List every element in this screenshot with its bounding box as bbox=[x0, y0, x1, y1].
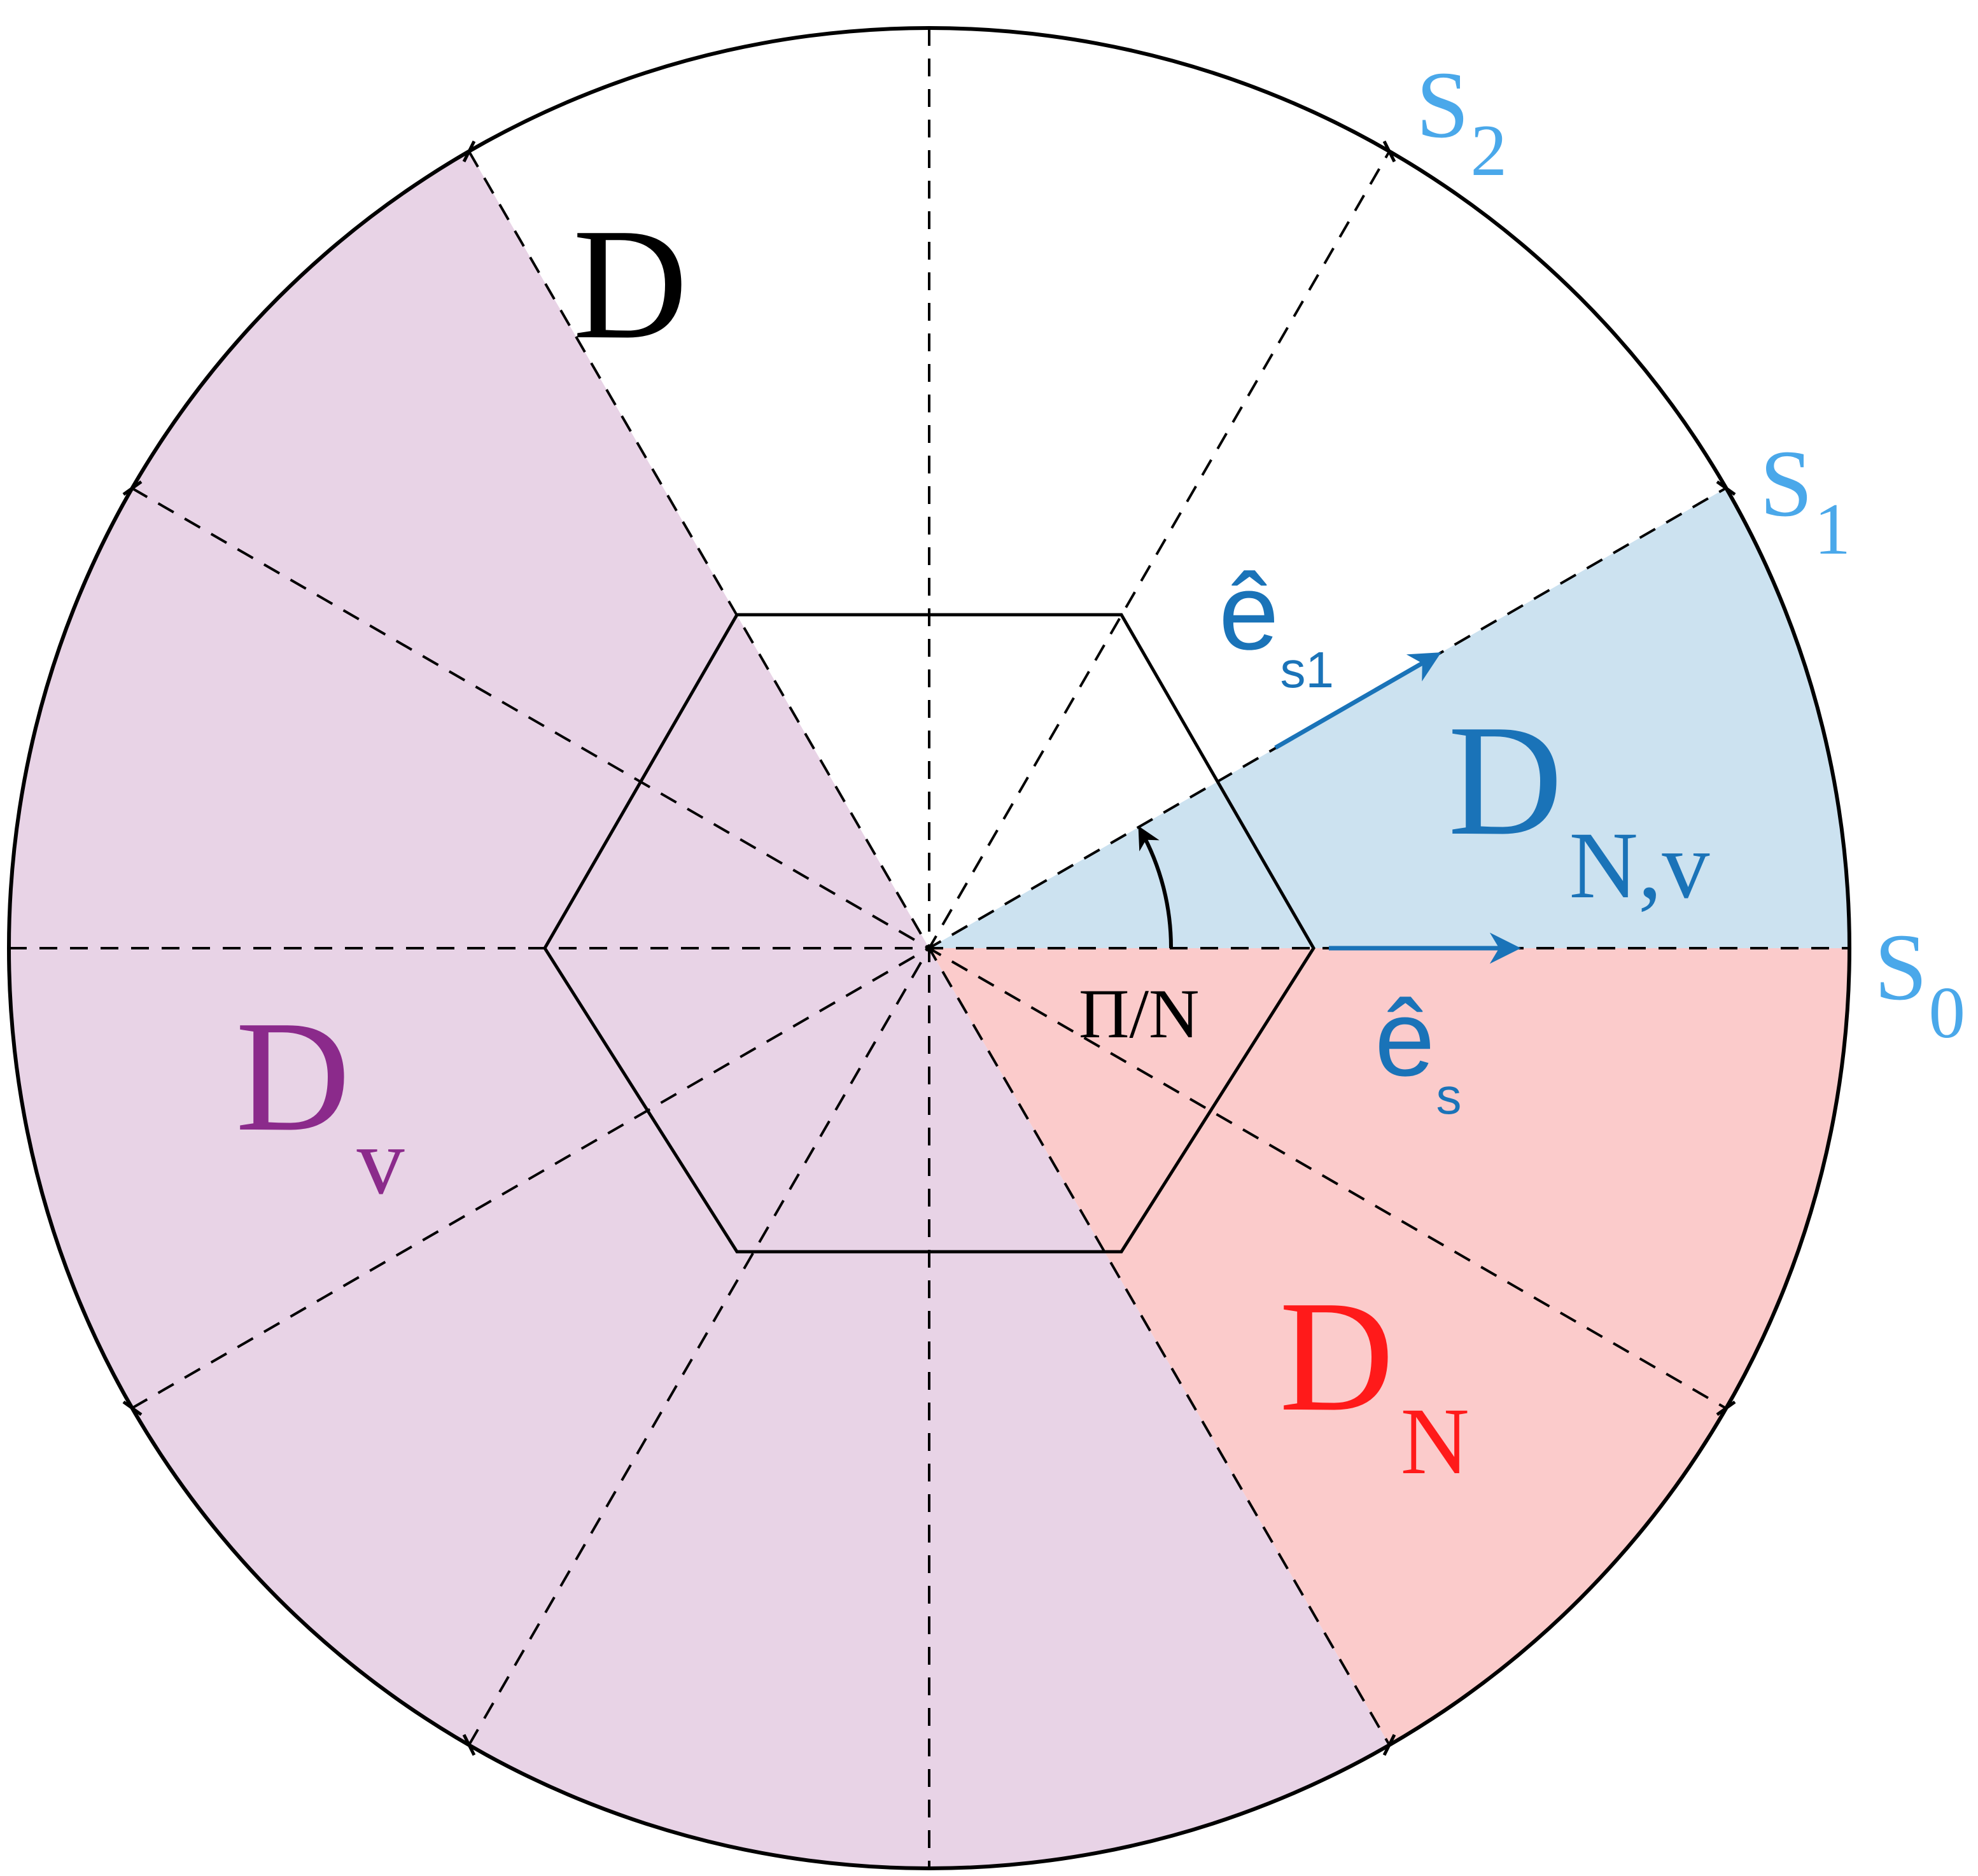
central-hexagon bbox=[543, 613, 1315, 1254]
region-dn-main: D bbox=[1279, 1268, 1394, 1445]
e-s-main: ê bbox=[1375, 978, 1435, 1099]
region-dv-sector-lower bbox=[929, 948, 1389, 1868]
s1-label: S1 bbox=[1760, 431, 1851, 570]
e-s-sub: s bbox=[1436, 1068, 1462, 1124]
region-dn-sub: N bbox=[1401, 1389, 1469, 1494]
outer-circle bbox=[7, 26, 1851, 1870]
angle-label: Π/N bbox=[1079, 975, 1199, 1053]
region-dv-main: D bbox=[235, 988, 351, 1165]
s1-sub: 1 bbox=[1814, 489, 1851, 570]
e-s1-main: ê bbox=[1219, 552, 1279, 673]
region-dv-sector bbox=[9, 151, 929, 1868]
region-dv-label: Dv bbox=[235, 988, 405, 1214]
s0-main: S bbox=[1874, 914, 1927, 1020]
e-s1-vector bbox=[1274, 652, 1441, 750]
angle-arc-arrow bbox=[1138, 825, 1174, 949]
symmetry-lines bbox=[9, 28, 1849, 1868]
region-d-label: D bbox=[573, 196, 688, 372]
circle-ticks bbox=[122, 140, 1736, 1756]
e-s1-sub: s1 bbox=[1280, 641, 1335, 698]
region-dnv-sub: N,v bbox=[1569, 813, 1710, 918]
e-s1-label: ês1 bbox=[1219, 552, 1334, 698]
s1-main: S bbox=[1760, 431, 1813, 536]
region-dn-label: DN bbox=[1279, 1268, 1469, 1494]
region-dn-sector bbox=[929, 948, 1849, 1745]
region-dnv-label: DN,v bbox=[1448, 692, 1709, 918]
s0-label: S0 bbox=[1874, 914, 1965, 1053]
s2-main: S bbox=[1416, 52, 1469, 158]
s2-label: S2 bbox=[1416, 52, 1507, 191]
e-s-label: ês bbox=[1375, 978, 1462, 1124]
region-dv-sub: v bbox=[357, 1109, 405, 1214]
s2-sub: 2 bbox=[1470, 110, 1507, 191]
region-dnv-sector bbox=[929, 488, 1849, 948]
s0-sub: 0 bbox=[1928, 972, 1965, 1053]
region-dnv-main: D bbox=[1448, 692, 1563, 869]
